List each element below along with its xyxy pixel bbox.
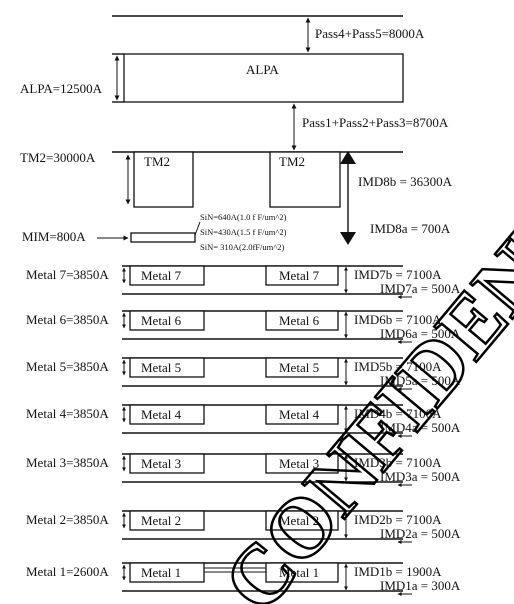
imd5b-label: IMD5b = 7100A [354, 359, 442, 374]
imd8a-arrow-head [340, 232, 356, 245]
metal4-thickness-label: Metal 4=3850A [26, 406, 109, 421]
metal7-box-right [265, 265, 339, 286]
metal4-box-left [129, 404, 205, 425]
metal4-box-right-label: Metal 4 [279, 407, 320, 422]
imd8a-label: IMD8a = 700A [370, 221, 451, 236]
imd4a-label: IMD4a = 500A [380, 420, 461, 435]
imd4b-label: IMD4b = 7100A [354, 406, 442, 421]
metal2-thickness-label: Metal 2=3850A [26, 512, 109, 527]
imd3a-label: IMD3a = 500A [380, 469, 461, 484]
imd1b-label: IMD1b = 1900A [354, 564, 442, 579]
imd7a-label: IMD7a = 500A [380, 281, 461, 296]
metal5-box-left-label: Metal 5 [141, 360, 181, 375]
imd3b-label: IMD3b = 7100A [354, 455, 442, 470]
imd8b-arrow-head [340, 151, 356, 164]
pass45-label: Pass4+Pass5=8000A [315, 26, 425, 41]
imd2a-label: IMD2a = 500A [380, 526, 461, 541]
imd8b-label: IMD8b = 36300A [358, 174, 453, 189]
sin-note-3: SiN= 310A(2.0fF/um^2) [200, 242, 285, 252]
imd1a-label: IMD1a = 300A [380, 578, 461, 593]
metal5-thickness-label: Metal 5=3850A [26, 359, 109, 374]
alpa-thickness-label: ALPA=12500A [20, 81, 103, 96]
sin-pointer-line [194, 221, 201, 236]
metal3-thickness-label: Metal 3=3850A [26, 455, 109, 470]
metal7-box-left-label: Metal 7 [141, 268, 182, 283]
sin-note-1: SiN=640A(1.0 f F/um^2) [200, 212, 287, 222]
metal-layers: Metal 7 Metal 7 Metal 7=3850A IMD7b = 7100A… [26, 265, 461, 596]
imd6a-label: IMD6a = 500A [380, 326, 461, 341]
metal5-box-right-label: Metal 5 [279, 360, 319, 375]
pass123-label: Pass1+Pass2+Pass3=8700A [302, 115, 449, 130]
metal3-box-left [129, 453, 205, 474]
metal3-box-right [265, 453, 339, 474]
metal3-box-left-label: Metal 3 [141, 456, 181, 471]
metal2-box-left-label: Metal 2 [141, 513, 181, 528]
imd7b-label: IMD7b = 7100A [354, 267, 442, 282]
metal2-box-left [129, 510, 205, 531]
tm2-box-left-label: TM2 [144, 154, 170, 169]
metal1-box-left-label: Metal 1 [141, 565, 181, 580]
imd5a-label: IMD5a = 500A [380, 373, 461, 388]
metal4-box-right [265, 404, 339, 425]
tm2-thickness-label: TM2=30000A [20, 150, 96, 165]
metal5-box-right [265, 357, 339, 378]
metal6-box-left [129, 310, 205, 331]
tm2-box-left [133, 151, 194, 208]
metal6-box-left-label: Metal 6 [141, 313, 182, 328]
metal7-box-right-label: Metal 7 [279, 268, 320, 283]
metal6-thickness-label: Metal 6=3850A [26, 312, 109, 327]
metal2-box-right [265, 510, 339, 531]
metal7-thickness-label: Metal 7=3850A [26, 267, 109, 282]
alpa-box [123, 53, 404, 103]
metal7-box-left [129, 265, 205, 286]
confidential-watermark: CONFIDENTIAL [206, 69, 514, 604]
sin-note-2: SiN=430A(1.5 f F/um^2) [200, 227, 287, 237]
imd6b-label: IMD6b = 7100A [354, 312, 442, 327]
metal1-thickness-label: Metal 1=2600A [26, 564, 109, 579]
metal6-box-right-label: Metal 6 [279, 313, 320, 328]
metal6-box-right [265, 310, 339, 331]
imd2b-label: IMD2b = 7100A [354, 512, 442, 527]
mim-box [130, 232, 196, 243]
mim-thickness-label: MIM=800A [22, 229, 86, 244]
metal3-box-right-label: Metal 3 [279, 456, 319, 471]
tm2-box-right [269, 151, 341, 208]
alpa-box-label: ALPA [246, 62, 279, 77]
metal4-box-left-label: Metal 4 [141, 407, 182, 422]
metal2-box-right-label: Metal 2 [279, 513, 319, 528]
metal5-box-left [129, 357, 205, 378]
tm2-box-right-label: TM2 [279, 154, 305, 169]
metal1-box-right-label: Metal 1 [279, 565, 319, 580]
